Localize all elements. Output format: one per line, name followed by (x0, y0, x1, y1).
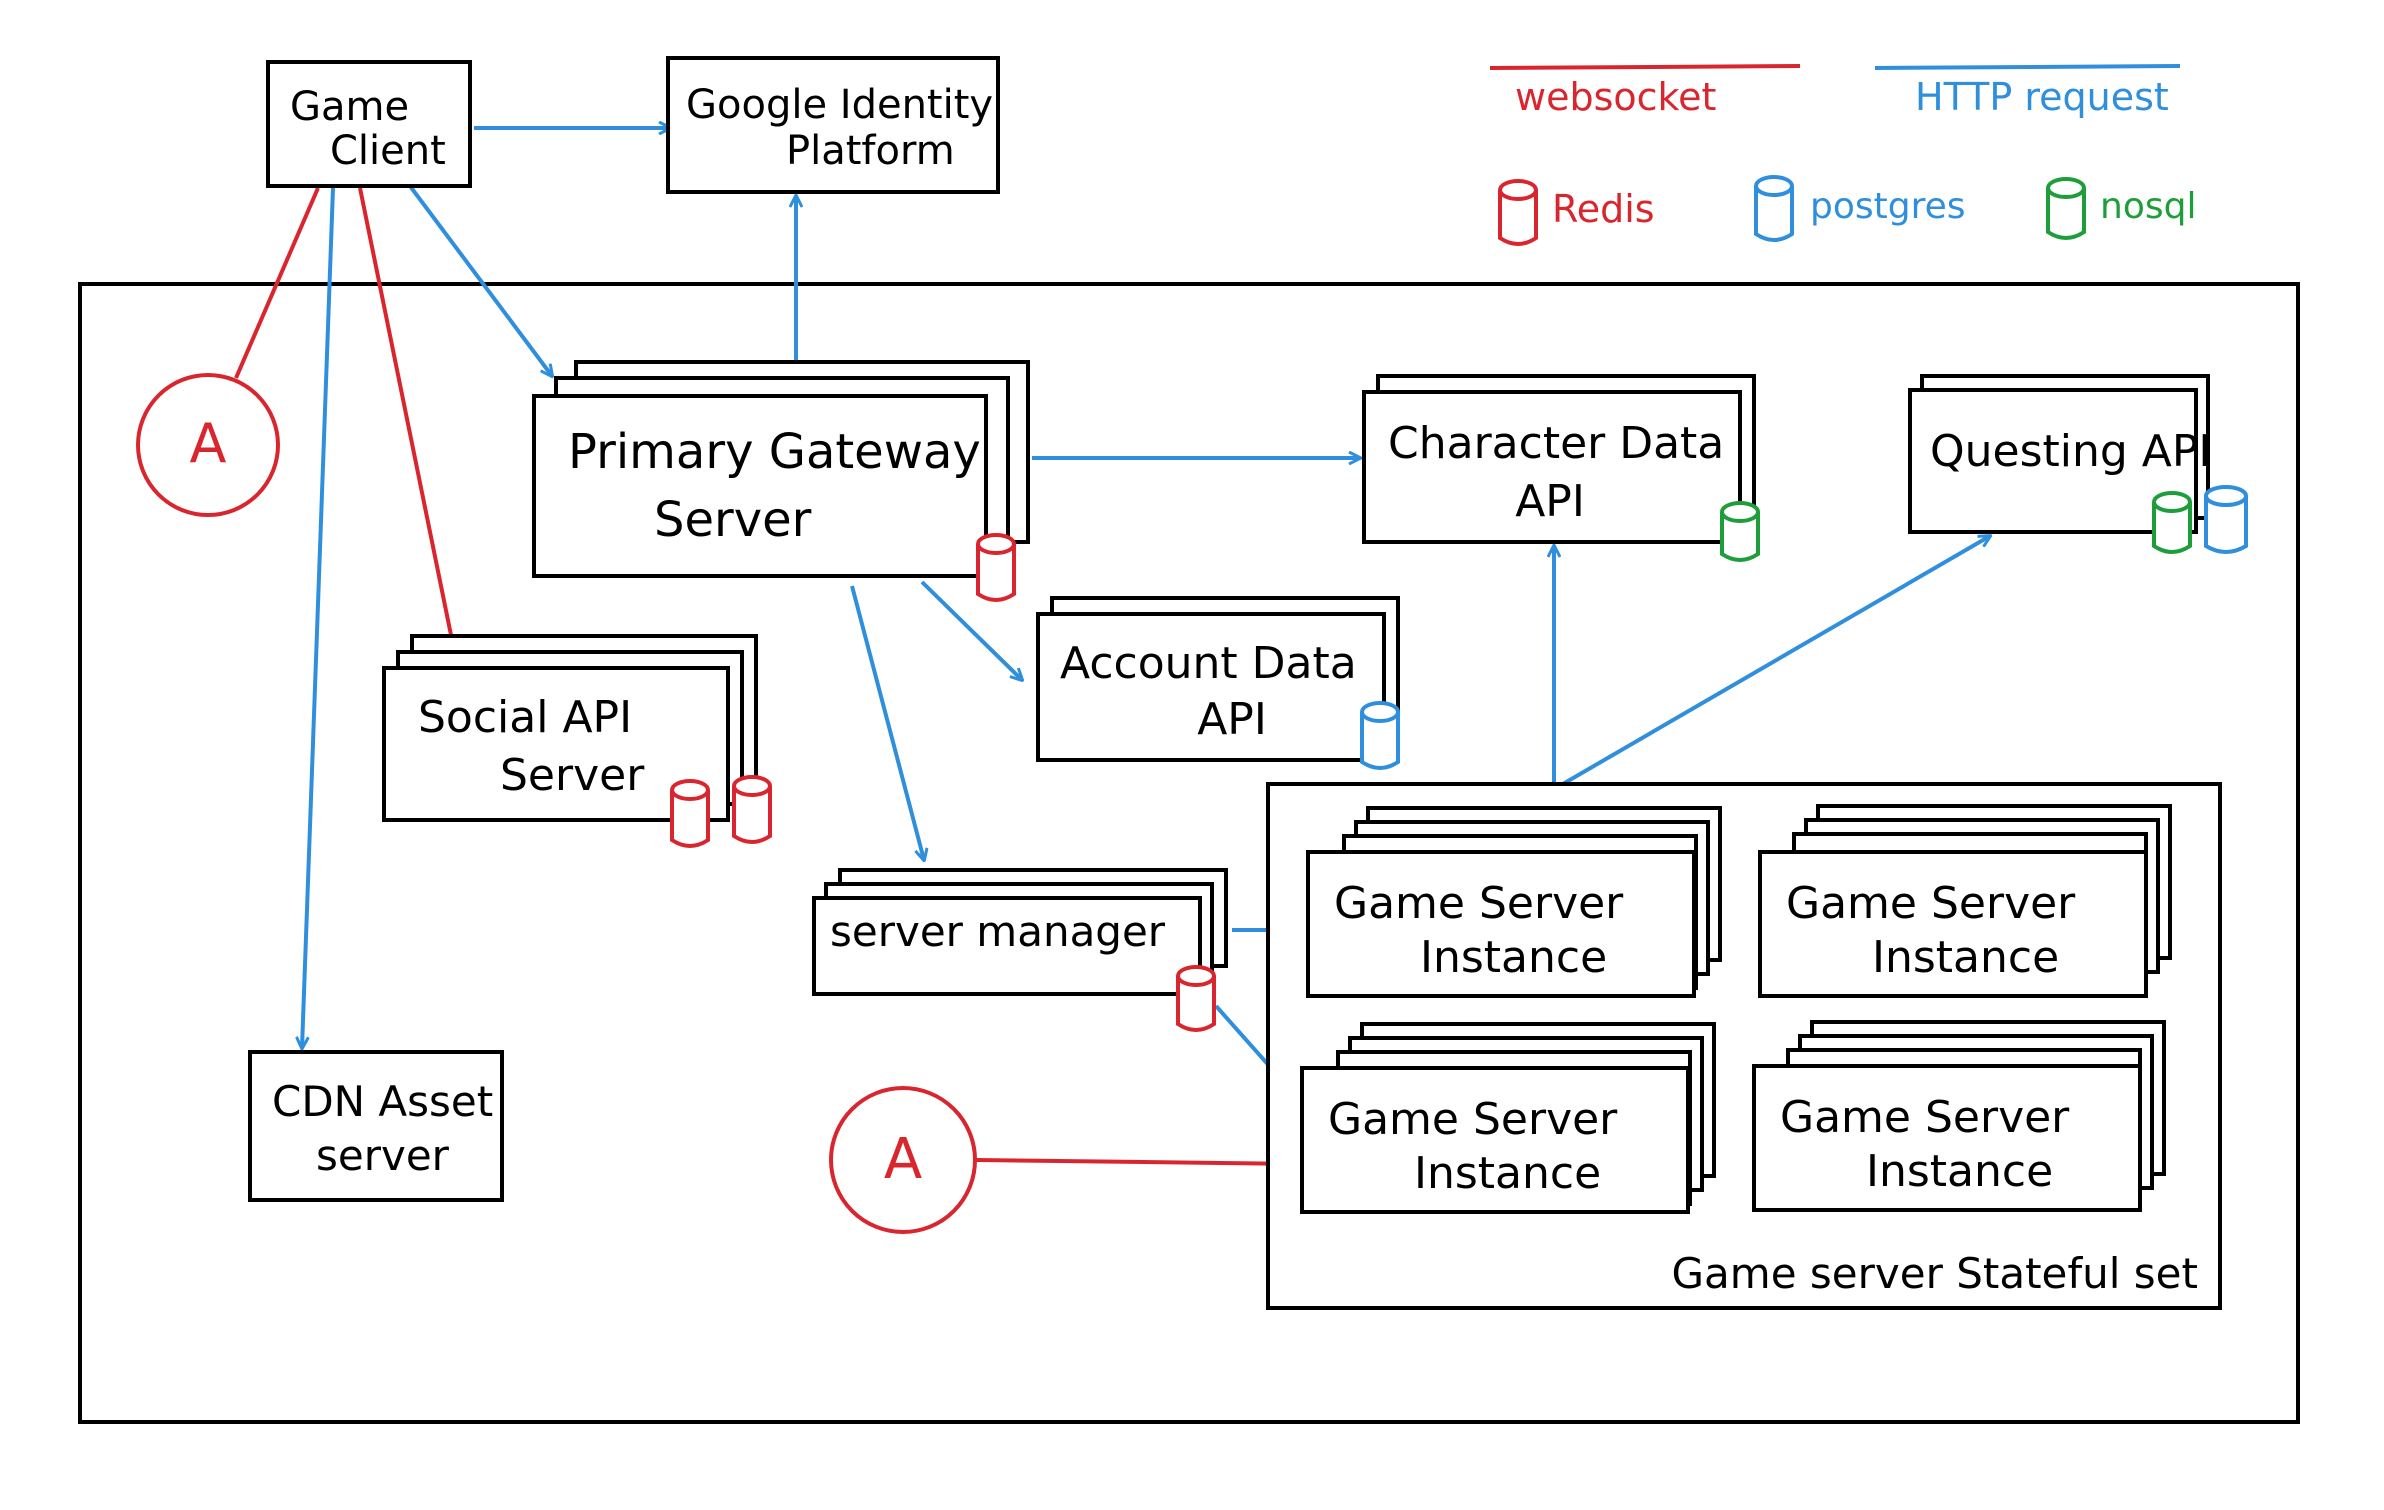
game-server-instance: Game Server Instance (1306, 806, 1722, 998)
http-client-gateway (408, 184, 552, 376)
gsi-label-line1: Game Server (1334, 878, 1624, 929)
legend-redis-label: Redis (1552, 187, 1655, 231)
game-client-label-line2: Client (330, 128, 446, 174)
primary-gateway-node: Primary Gateway Server (532, 360, 1030, 602)
gsi-label-line2: Instance (1414, 1148, 1601, 1199)
redis-icon (976, 533, 1016, 602)
google-identity-label-line2: Platform (786, 128, 955, 174)
connections (234, 128, 1990, 1166)
character-data-node: Character Data API (1362, 374, 1760, 562)
legend-nosql-icon (2046, 177, 2086, 240)
questing-node: Questing API (1908, 374, 2248, 554)
http-client-cdn (302, 187, 335, 1048)
legend-postgres-icon (1754, 175, 1794, 242)
stateful-set-node: Game server Stateful set Game Server Ins… (1266, 782, 2222, 1310)
game-server-instance: Game Server Instance (1752, 1020, 2166, 1212)
account-data-label-line1: Account Data (1060, 638, 1357, 689)
character-data-label-line1: Character Data (1388, 418, 1724, 469)
legend-redis-icon (1498, 179, 1538, 246)
http-gateway-account (920, 580, 1022, 680)
cdn-asset-node: CDN Asset server (248, 1050, 504, 1202)
stateful-set-label: Game server Stateful set (1672, 1249, 2198, 1298)
gsi-label-line2: Instance (1420, 932, 1607, 983)
game-client-node: Game Client (266, 60, 472, 188)
websocket-client-social (358, 187, 454, 641)
redis-icon (1176, 965, 1216, 1032)
social-api-node: Social API Server (382, 634, 772, 848)
redis-icon (732, 775, 772, 844)
connector-a-top: A (136, 373, 280, 517)
nosql-icon (2152, 491, 2192, 554)
server-manager-node: server manager (812, 868, 1228, 1032)
connector-a-bottom-label: A (884, 1127, 922, 1192)
legend-websocket-label: websocket (1515, 75, 1716, 119)
legend-postgres-label: postgres (1810, 186, 1966, 227)
questing-label: Questing API (1930, 426, 2211, 477)
social-api-label-line2: Server (500, 750, 645, 801)
websocket-client-connector (234, 187, 320, 379)
social-api-label-line1: Social API (418, 692, 632, 743)
game-server-instance: Game Server Instance (1758, 804, 2172, 998)
game-client-label-line1: Game (290, 84, 409, 130)
account-data-node: Account Data API (1036, 596, 1400, 770)
cdn-asset-label-line1: CDN Asset (272, 1077, 493, 1126)
primary-gateway-label-line2: Server (654, 492, 812, 548)
cdn-asset-label-line2: server (316, 1131, 450, 1180)
connector-a-top-label: A (190, 412, 227, 475)
legend-nosql-label: nosql (2100, 186, 2196, 227)
primary-gateway-label-line1: Primary Gateway (568, 424, 981, 480)
game-server-instance: Game Server Instance (1300, 1022, 1716, 1214)
gsi-label-line1: Game Server (1780, 1092, 2070, 1143)
postgres-icon (1360, 701, 1400, 770)
gsi-label-line2: Instance (1866, 1146, 2053, 1197)
google-identity-node: Google Identity Platform (666, 56, 1000, 194)
postgres-icon (2204, 485, 2248, 554)
http-gateway-servermanager (850, 585, 924, 860)
gsi-label-line1: Game Server (1328, 1094, 1618, 1145)
connector-a-bottom: A (829, 1086, 977, 1234)
legend: websocket HTTP request Redis postgres no… (1489, 64, 2196, 246)
websocket-connector-gameserver (975, 1158, 1307, 1166)
google-identity-label-line1: Google Identity (686, 82, 993, 128)
legend-http-label: HTTP request (1915, 75, 2169, 119)
nosql-icon (1720, 501, 1760, 562)
character-data-label-line2: API (1515, 476, 1585, 527)
gsi-label-line1: Game Server (1786, 878, 2076, 929)
gsi-label-line2: Instance (1872, 932, 2059, 983)
account-data-label-line2: API (1197, 694, 1267, 745)
cluster-boundary (78, 282, 2300, 1424)
server-manager-label: server manager (830, 907, 1166, 956)
redis-icon (670, 779, 710, 848)
http-statefulset-questing (1554, 536, 1990, 790)
